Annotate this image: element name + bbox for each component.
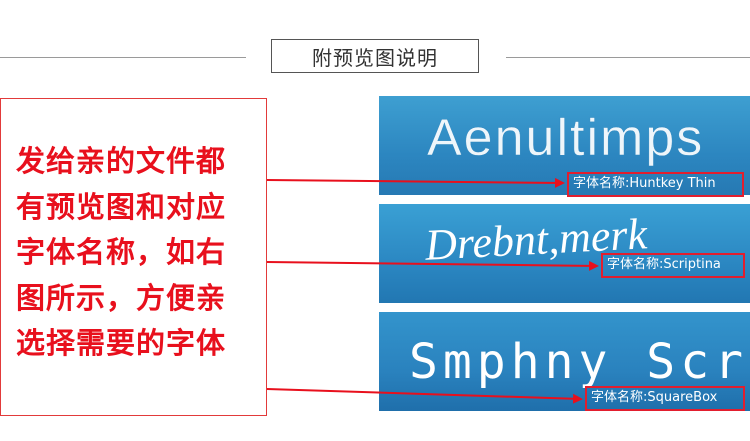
font-sample-text: Smphny Script: [409, 334, 750, 390]
callout-line: 字体名称，如右: [16, 235, 227, 269]
header-divider-left: [0, 57, 246, 58]
callout-line: 选择需要的字体: [16, 326, 227, 360]
callout-text: 发给亲的文件都 有预览图和对应 字体名称，如右 图所示，方便亲 选择需要的字体: [16, 139, 256, 367]
callout-line: 图所示，方便亲: [16, 280, 227, 315]
callout-line: 发给亲的文件都: [16, 144, 227, 178]
font-sample-text: Aenultimps: [427, 109, 705, 167]
header-divider-right: [506, 57, 750, 58]
font-name-label: 字体名称:Huntkey Thin: [567, 172, 744, 197]
callout-line: 有预览图和对应: [16, 189, 227, 224]
page-title: 附预览图说明: [271, 39, 479, 73]
callout-box: [0, 98, 267, 416]
font-name-label: 字体名称:SquareBox: [585, 386, 745, 411]
font-name-label: 字体名称:Scriptina: [601, 253, 745, 278]
